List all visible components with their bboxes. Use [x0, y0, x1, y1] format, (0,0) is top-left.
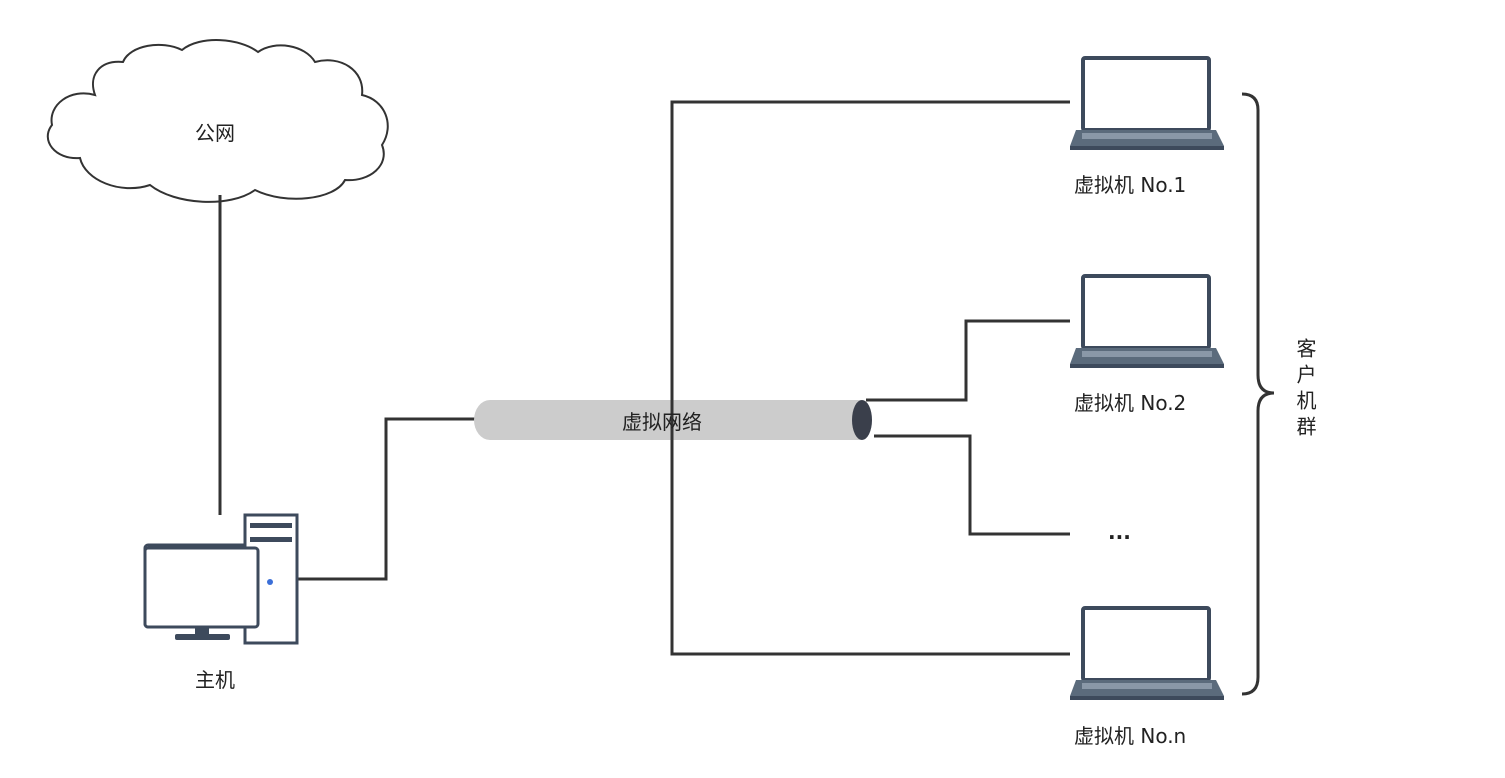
host-label: 主机 — [195, 668, 235, 692]
cloud-icon — [46, 39, 389, 203]
host-vnet-link — [297, 417, 475, 581]
vm2-label: 虚拟机 No.2 — [1074, 391, 1187, 415]
power-led — [267, 579, 273, 585]
client-group-label: 客户机群 — [1293, 338, 1317, 442]
vm-ellipsis-link — [874, 434, 1070, 536]
vm-ellipsis-label: ... — [1108, 520, 1131, 544]
vm1-link — [670, 100, 1070, 656]
vmn-label: 虚拟机 No.n — [1074, 724, 1187, 748]
laptop-icon-vm2 — [1070, 274, 1224, 368]
laptop-icon-vm1 — [1070, 56, 1224, 150]
vm2-link — [866, 319, 1070, 402]
laptop-icon-vmn — [1070, 606, 1224, 700]
host-computer-icon — [143, 513, 299, 645]
public-network-label: 公网 — [195, 121, 235, 145]
virtual-network-label: 虚拟网络 — [622, 410, 702, 434]
pipe-end-cap — [852, 400, 872, 440]
client-group-brace — [1241, 92, 1275, 696]
virtual-network-pipe — [474, 400, 872, 440]
vm1-label: 虚拟机 No.1 — [1074, 173, 1187, 197]
